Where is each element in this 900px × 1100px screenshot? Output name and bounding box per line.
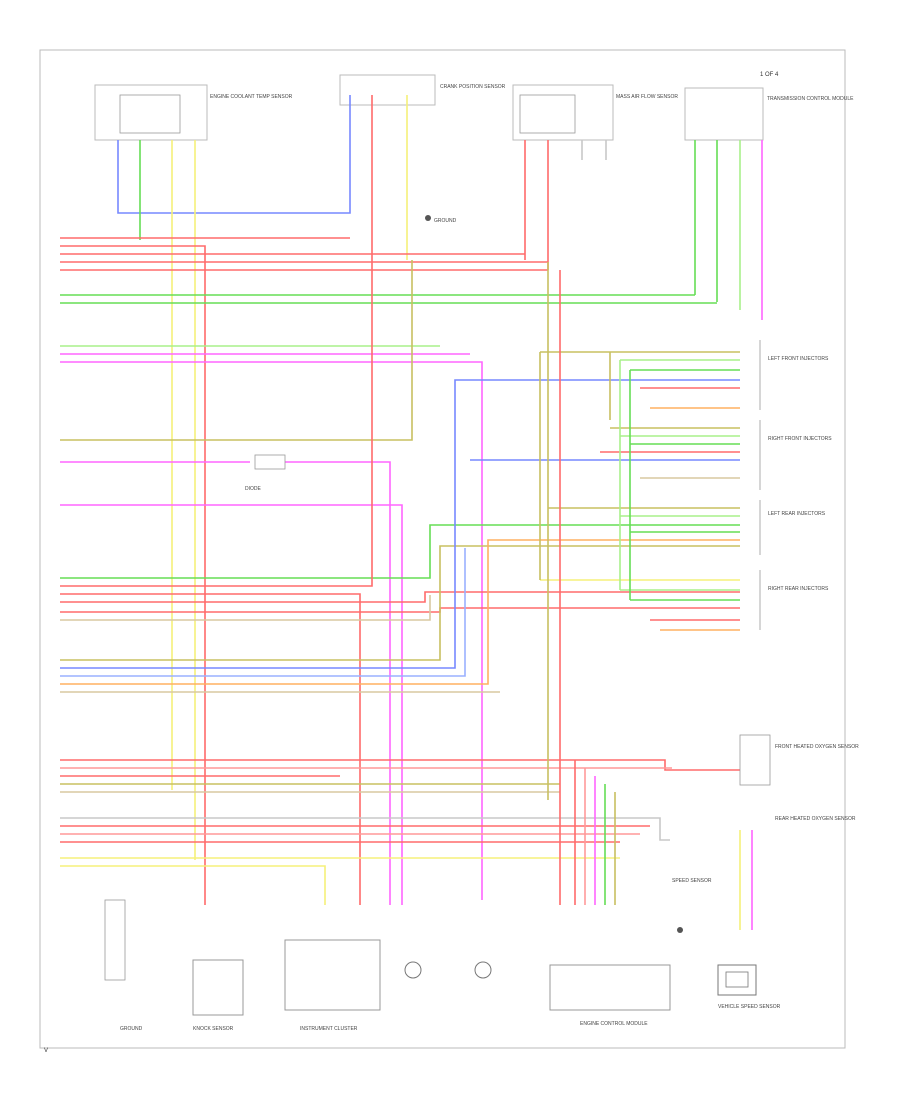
svg-text:LEFT REAR INJECTORS: LEFT REAR INJECTORS	[768, 511, 826, 517]
component-mass-air-flow: MASS AIR FLOW SENSOR	[512, 84, 678, 141]
svg-text:GROUND: GROUND	[120, 1026, 143, 1032]
svg-text:GROUND: GROUND	[434, 218, 457, 224]
corner-tag: 1 OF 4	[760, 72, 779, 78]
lower-bus	[60, 759, 740, 905]
svg-text:DIODE: DIODE	[245, 486, 262, 492]
component-o2-sensor-front: FRONT HEATED OXYGEN SENSOR	[739, 734, 859, 786]
svg-text:CRANK POSITION SENSOR: CRANK POSITION SENSOR	[440, 84, 506, 90]
svg-text:FRONT HEATED OXYGEN SENSOR: FRONT HEATED OXYGEN SENSOR	[775, 744, 859, 750]
component-instrument-cluster: INSTRUMENT CLUSTER	[284, 939, 492, 1032]
horizontal-bus	[60, 237, 740, 905]
right-side-labels: LEFT FRONT INJECTORS RIGHT FRONT INJECTO…	[759, 340, 832, 630]
component-vehicle-speed: VEHICLE SPEED SENSOR	[717, 964, 781, 1010]
component-engine-coolant-temp: ENGINE COOLANT TEMP SENSOR	[94, 84, 293, 141]
svg-text:SPEED SENSOR: SPEED SENSOR	[672, 878, 712, 884]
footer-tag: V	[44, 1048, 48, 1054]
svg-text:LEFT FRONT INJECTORS: LEFT FRONT INJECTORS	[768, 356, 829, 362]
component-ecm: ENGINE CONTROL MODULE	[549, 964, 671, 1027]
component-diode: DIODE	[245, 454, 286, 492]
diagram-frame	[39, 49, 846, 1049]
component-o2-sensor-rear: REAR HEATED OXYGEN SENSOR	[775, 816, 856, 822]
svg-text:ENGINE CONTROL MODULE: ENGINE CONTROL MODULE	[580, 1021, 648, 1027]
svg-text:ENGINE COOLANT TEMP SENSOR: ENGINE COOLANT TEMP SENSOR	[210, 94, 293, 100]
svg-text:INSTRUMENT CLUSTER: INSTRUMENT CLUSTER	[300, 1026, 358, 1032]
svg-text:KNOCK SENSOR: KNOCK SENSOR	[193, 1026, 234, 1032]
svg-text:RIGHT REAR INJECTORS: RIGHT REAR INJECTORS	[768, 586, 829, 592]
component-engine-coolant-bottom: GROUND	[104, 899, 143, 1032]
svg-text:RIGHT FRONT INJECTORS: RIGHT FRONT INJECTORS	[768, 436, 832, 442]
svg-text:TRANSMISSION CONTROL MODULE: TRANSMISSION CONTROL MODULE	[767, 96, 854, 102]
svg-text:VEHICLE SPEED SENSOR: VEHICLE SPEED SENSOR	[718, 1004, 781, 1010]
component-crank-position: CRANK POSITION SENSOR	[339, 74, 506, 106]
component-knock-sensor: KNOCK SENSOR	[192, 959, 244, 1032]
svg-text:REAR HEATED OXYGEN SENSOR: REAR HEATED OXYGEN SENSOR	[775, 816, 856, 822]
svg-text:MASS AIR FLOW SENSOR: MASS AIR FLOW SENSOR	[616, 94, 678, 100]
component-speed-sensor: SPEED SENSOR	[672, 878, 712, 933]
ground-symbol: GROUND	[425, 215, 457, 224]
top-vertical-wires	[117, 95, 763, 860]
right-connector-wires	[470, 262, 753, 930]
component-tcm: TRANSMISSION CONTROL MODULE	[684, 87, 854, 141]
